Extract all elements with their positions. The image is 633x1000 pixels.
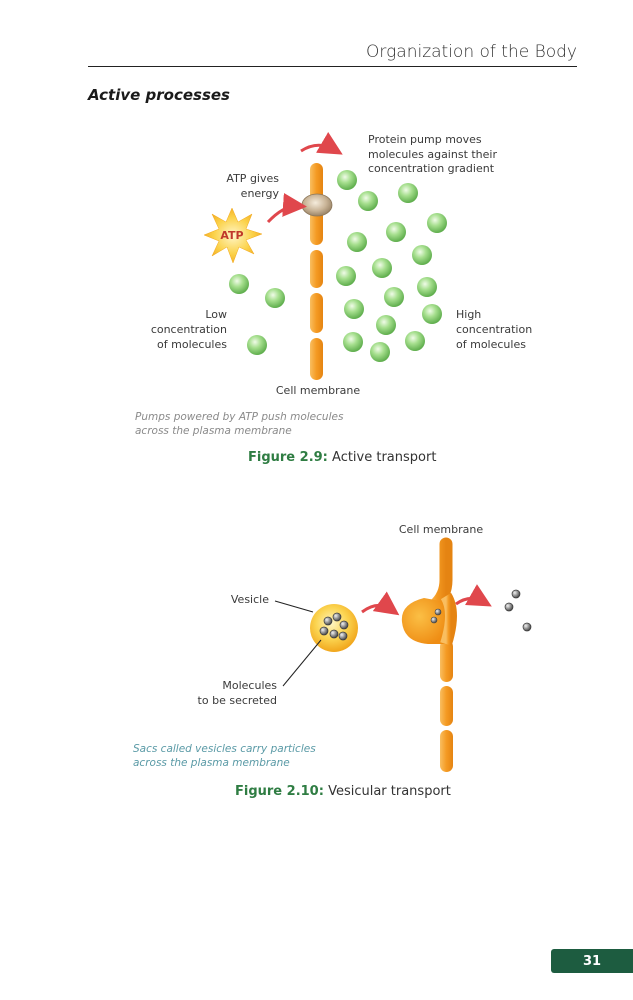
pump-label-line3: concentration gradient xyxy=(368,162,495,175)
molecule xyxy=(434,608,442,616)
figure-note-line: Pumps powered by ATP push molecules xyxy=(135,411,344,423)
molecule xyxy=(329,629,339,639)
molecule xyxy=(332,612,342,622)
cell-membrane-segments xyxy=(310,163,323,380)
molecule xyxy=(430,616,438,624)
molecule xyxy=(398,183,418,203)
secretion-arrow xyxy=(455,584,492,607)
molecule xyxy=(344,299,364,319)
energy-arrow xyxy=(266,192,307,224)
atp-starburst: ATP xyxy=(203,207,263,264)
protein-pump xyxy=(301,193,333,217)
figure-note: Pumps powered by ATP push molecules acro… xyxy=(135,410,343,438)
running-header-title: Organization of the Body xyxy=(366,42,577,62)
molecule xyxy=(372,258,392,278)
figure-caption: Figure 2.10: Vesicular transport xyxy=(235,784,451,799)
molecule xyxy=(319,626,329,636)
figure-note-line: Sacs called vesicles carry particles xyxy=(133,743,316,755)
molecules-label-line1: Molecules xyxy=(222,679,277,692)
section-heading: Active processes xyxy=(88,86,230,104)
molecules xyxy=(229,170,447,362)
atp-label: ATP xyxy=(220,229,243,242)
figure-title: Vesicular transport xyxy=(323,784,451,799)
vesicle-arrow xyxy=(361,591,400,616)
membrane-segment xyxy=(440,730,453,772)
vesicle-leader-line xyxy=(274,600,314,613)
header-rule xyxy=(88,66,577,67)
molecule xyxy=(337,170,357,190)
molecule xyxy=(339,620,349,630)
cell-membrane-segments-2 xyxy=(421,537,453,772)
molecule xyxy=(412,245,432,265)
figure-title: Active transport xyxy=(327,450,437,465)
molecules-leader-line xyxy=(282,639,322,687)
membrane-segment xyxy=(310,293,323,333)
molecule xyxy=(376,315,396,335)
molecule xyxy=(358,191,378,211)
atp-gives-line2: energy xyxy=(241,187,280,200)
molecule xyxy=(384,287,404,307)
molecule xyxy=(229,274,249,294)
pump-arrow xyxy=(300,132,343,155)
molecule xyxy=(417,277,437,297)
low-line3: of molecules xyxy=(157,338,227,351)
figure-number: Figure 2.9: xyxy=(248,450,328,465)
secreted-molecule xyxy=(522,622,532,632)
molecule xyxy=(247,335,267,355)
low-line1: Low xyxy=(205,308,227,321)
molecule xyxy=(336,266,356,286)
high-line3: of molecules xyxy=(456,338,526,351)
molecule xyxy=(323,616,333,626)
molecule xyxy=(386,222,406,242)
membrane-segment xyxy=(310,338,323,380)
molecule xyxy=(405,331,425,351)
page-number-badge: 31 xyxy=(551,949,633,973)
low-line2: concentration xyxy=(151,323,227,336)
fusing-vesicle xyxy=(401,592,457,646)
pump-label-line2: molecules against their xyxy=(368,148,497,161)
atp-gives-line1: ATP gives xyxy=(226,172,279,185)
figure-note-line: across the plasma membrane xyxy=(135,425,292,437)
molecule xyxy=(370,342,390,362)
molecule xyxy=(343,332,363,352)
membrane-segment xyxy=(440,640,453,682)
figure-number: Figure 2.10: xyxy=(235,784,324,799)
molecule xyxy=(427,213,447,233)
molecule xyxy=(347,232,367,252)
membrane-label: Cell membrane xyxy=(399,523,483,536)
high-line2: concentration xyxy=(456,323,532,336)
figure-vesicular-transport: Cell membrane Vesicle Molecules to be se… xyxy=(198,523,532,772)
page-number: 31 xyxy=(582,953,602,969)
molecules-label-line2: to be secreted xyxy=(198,694,277,707)
figure-note: Sacs called vesicles carry particles acr… xyxy=(133,742,316,770)
secreted-molecule xyxy=(511,589,521,599)
vesicle-label: Vesicle xyxy=(231,593,269,606)
high-line1: High xyxy=(456,308,481,321)
membrane-segment xyxy=(440,686,453,726)
secreted-molecule xyxy=(504,602,514,612)
molecule xyxy=(338,631,348,641)
molecule xyxy=(422,304,442,324)
membrane-segment xyxy=(310,250,323,288)
figure-caption: Figure 2.9: Active transport xyxy=(248,450,436,465)
vesicle xyxy=(310,604,358,652)
figure-note-line: across the plasma membrane xyxy=(133,757,290,769)
membrane-label: Cell membrane xyxy=(276,384,360,397)
pump-label-line1: Protein pump moves xyxy=(368,133,482,146)
molecule xyxy=(265,288,285,308)
figure-active-transport: ATP Protein pump moves molecules against… xyxy=(151,132,532,397)
